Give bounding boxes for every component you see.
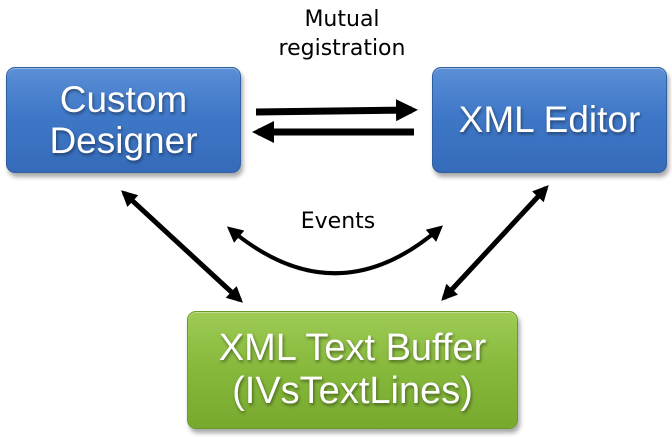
arrow-designer-to-editor xyxy=(255,99,418,122)
mutual-registration-label: Mutual registration xyxy=(262,6,422,63)
arrow-events-curve xyxy=(226,225,444,276)
events-label: Events xyxy=(300,209,376,234)
arrow-editor-buffer xyxy=(441,185,549,301)
xml-editor-label: XML Editor xyxy=(458,99,641,141)
custom-designer-node: Custom Designer xyxy=(6,67,241,173)
xml-text-buffer-line1: XML Text Buffer xyxy=(218,327,487,370)
mutual-registration-line1: Mutual xyxy=(304,7,380,32)
xml-text-buffer-line2: (IVsTextLines) xyxy=(232,370,473,412)
custom-designer-line2: Designer xyxy=(49,120,198,161)
xml-editor-node: XML Editor xyxy=(432,67,667,173)
xml-text-buffer-node: XML Text Buffer (IVsTextLines) xyxy=(187,311,518,429)
custom-designer-line1: Custom xyxy=(59,78,188,120)
mutual-registration-line2: registration xyxy=(278,35,406,61)
arrow-designer-buffer xyxy=(121,190,243,303)
